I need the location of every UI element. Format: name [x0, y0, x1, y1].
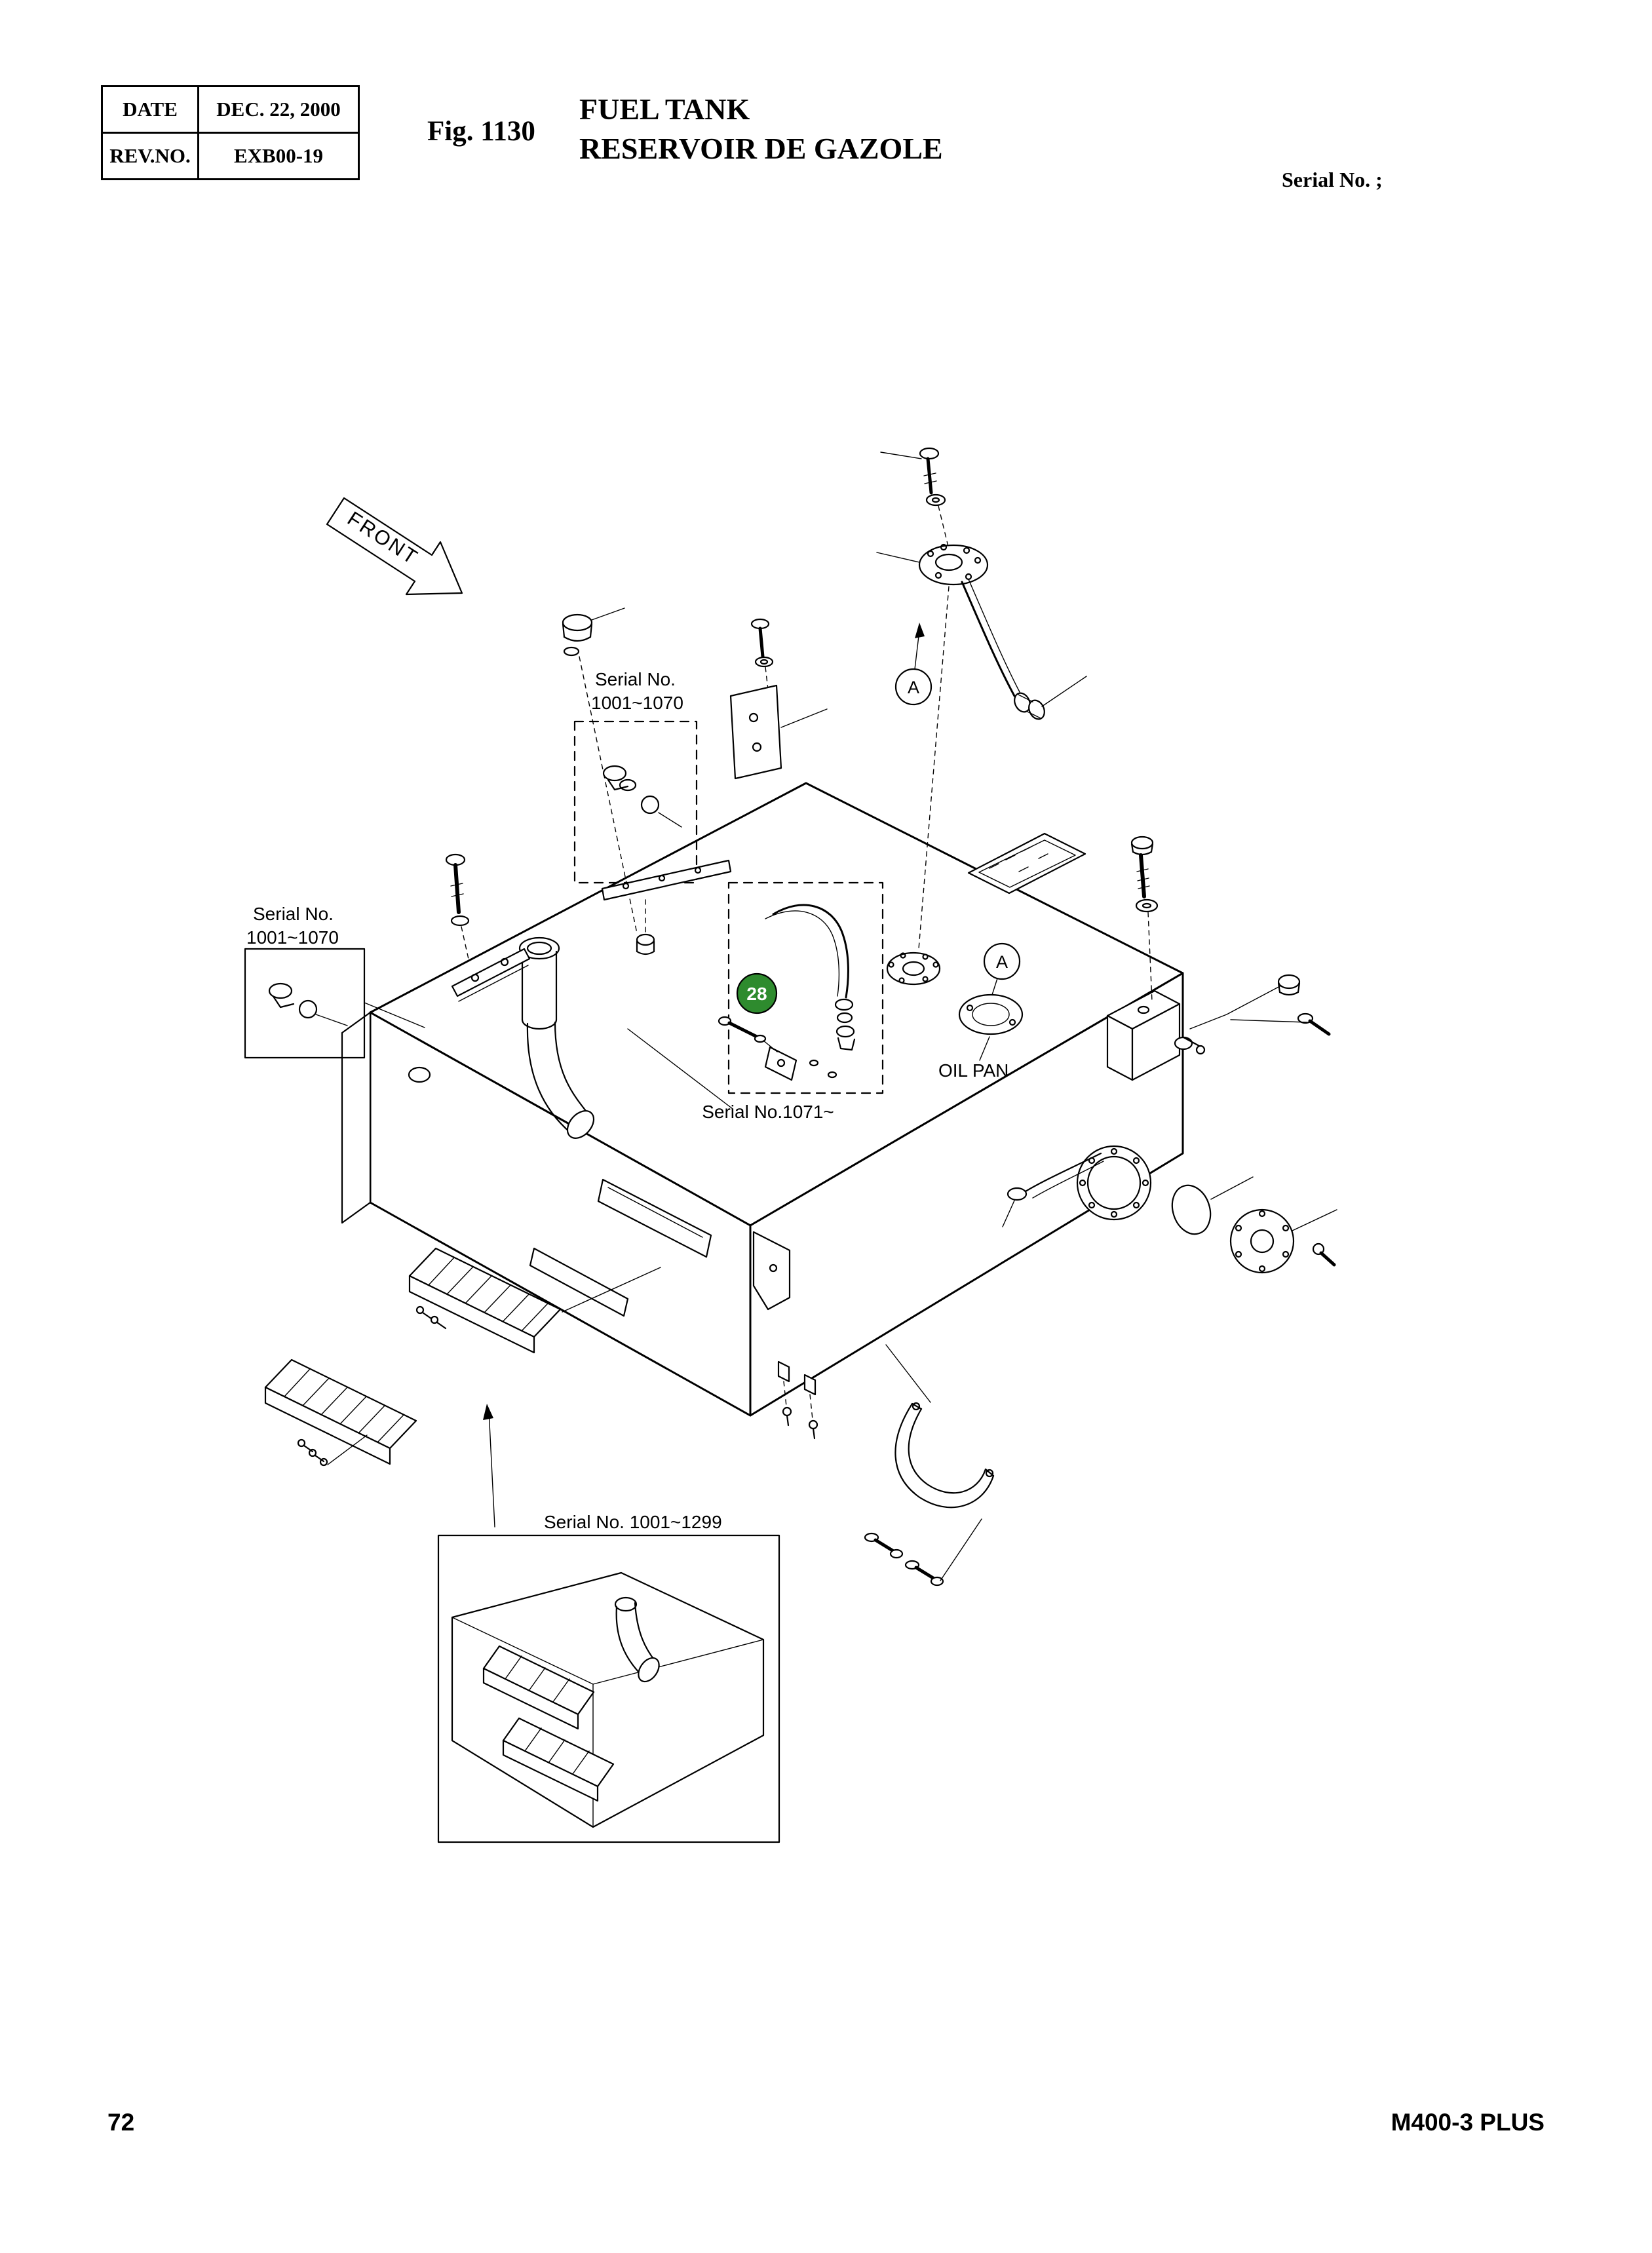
breather-fitting: [636, 933, 655, 955]
mounting-plate-part: [729, 618, 828, 780]
part-number-28: 28: [746, 984, 767, 1004]
filler-cap-part: [562, 607, 638, 934]
front-arrow: FRONT: [326, 497, 463, 596]
serial-callout-top-line1: Serial No.: [595, 669, 676, 689]
tread-pad: [967, 832, 1086, 895]
serial-callout-left: Serial No. 1001~1070: [244, 904, 425, 1059]
page-title-fr: RESERVOIR DE GAZOLE: [579, 132, 943, 165]
step-tread-2: [264, 1358, 417, 1465]
gasket-ring: [1171, 1176, 1254, 1235]
date-label: DATE: [101, 85, 199, 134]
oil-pan-label-text: OIL PAN: [938, 1060, 1008, 1081]
fuel-tank-body: [341, 782, 1184, 1440]
access-ring: [958, 993, 1024, 1035]
side-port: [1076, 1145, 1152, 1221]
table-row: REV.NO. EXB00-19: [101, 132, 360, 180]
top-left-bolt: [445, 853, 470, 963]
cover-flange: [1229, 1208, 1337, 1274]
balloon-a-2: A: [983, 942, 1021, 995]
date-value: DEC. 22, 2000: [197, 85, 360, 134]
balloon-a-1: A: [894, 623, 932, 706]
serial-callout-left-line2: 1001~1070: [246, 927, 339, 948]
step-tread-1: [408, 1247, 661, 1354]
balloon-a-label: A: [908, 678, 919, 697]
part-balloon-28: 28: [736, 972, 778, 1014]
inset-label-text: Serial No. 1001~1299: [544, 1512, 722, 1532]
revision-table: DATE DEC. 22, 2000 REV.NO. EXB00-19: [101, 85, 360, 180]
fuel-pipe: [1002, 1152, 1104, 1227]
step-bolts: [297, 1305, 447, 1467]
serial-callout-left-line1: Serial No.: [253, 904, 334, 924]
revno-value: EXB00-19: [197, 132, 360, 180]
serial-1071-label: Serial No.1071~: [627, 1028, 834, 1122]
revno-label: REV.NO.: [101, 132, 199, 180]
model-name: M400-3 PLUS: [1391, 2109, 1545, 2136]
serial-callout-top: Serial No. 1001~1070: [573, 669, 698, 884]
figure-number: Fig. 1130: [427, 116, 535, 147]
serial-1071-text: Serial No.1071~: [702, 1102, 834, 1122]
fuel-sender-assembly: [876, 447, 1087, 950]
inset-arrow: [483, 1404, 495, 1528]
table-row: DATE DEC. 22, 2000: [101, 85, 360, 134]
right-parts-cluster: [1174, 974, 1331, 1055]
top-right-bolt: [1130, 836, 1159, 1002]
page-number: 72: [107, 2109, 135, 2136]
page-title: FUEL TANK: [579, 92, 750, 126]
mounting-strip: [601, 859, 732, 936]
balloon-a-label: A: [996, 952, 1008, 972]
serial-callout-top-line2: 1001~1070: [591, 693, 683, 713]
serial-note: Serial No. ;: [1282, 168, 1383, 191]
oil-pan-label: OIL PAN: [938, 1036, 1008, 1081]
tank-clamp: [885, 1344, 995, 1509]
inset-detail-box: Serial No. 1001~1299: [437, 1512, 780, 1843]
clamp-bolts: [864, 1518, 982, 1587]
mount-block: [1106, 990, 1181, 1081]
sender-ring: [886, 952, 941, 986]
fuel-line-callout: [718, 881, 884, 1094]
